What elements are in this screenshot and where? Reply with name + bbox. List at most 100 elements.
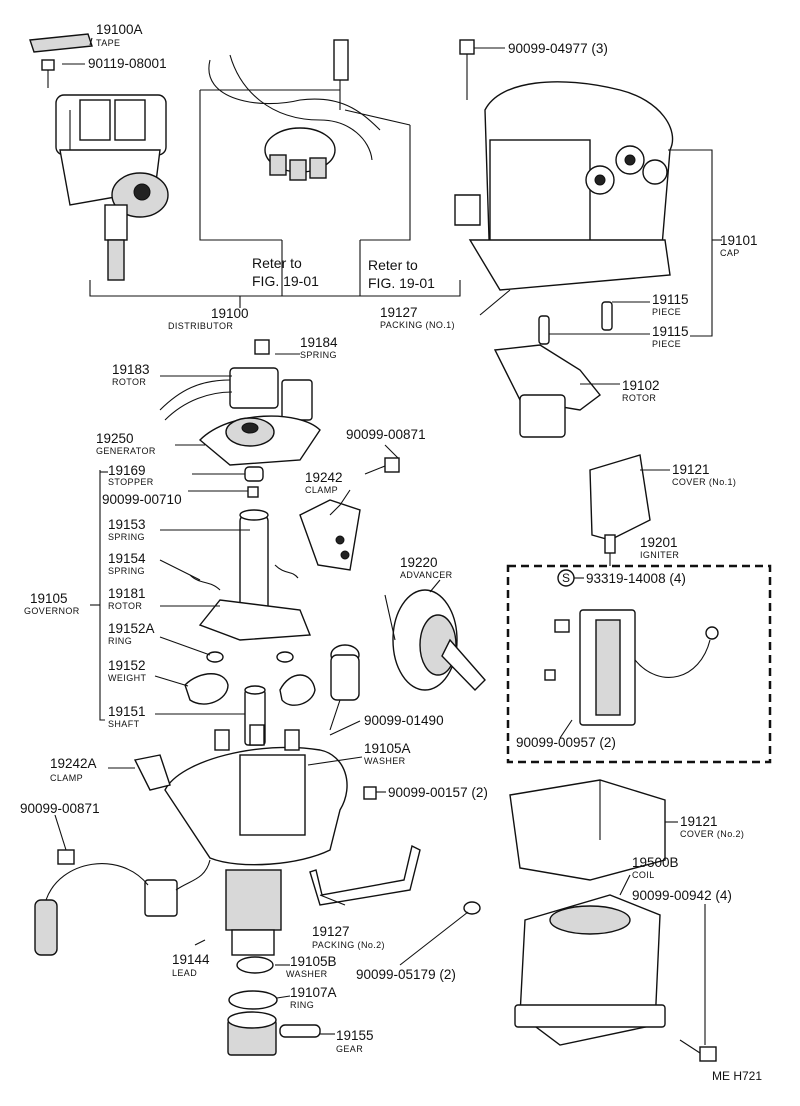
- generator-part: [198, 415, 321, 466]
- part-number-bolt-01490: 90099-01490: [364, 713, 444, 728]
- part-name-tape: TAPE: [96, 38, 120, 48]
- diagram-code: ME H721: [712, 1069, 762, 1083]
- part-name-stopper: STOPPER: [108, 477, 154, 487]
- bolt-00871-top-part: [364, 457, 400, 475]
- tape-part: [29, 33, 93, 53]
- part-number-cover-no1: 19121: [672, 462, 710, 477]
- callouts: 19100A TAPE 90119-08001 90099-04977 (3) …: [20, 22, 762, 1083]
- part-name-rotor-19181: ROTOR: [108, 601, 142, 611]
- part-name-cap: CAP: [720, 248, 740, 258]
- part-number-packing-no2: 19127: [312, 924, 350, 939]
- part-name-generator: GENERATOR: [96, 446, 156, 456]
- part-name-weight: WEIGHT: [108, 673, 146, 683]
- part-number-nut-05179: 90099-05179 (2): [356, 967, 456, 982]
- part-name-spring-19153: SPRING: [108, 532, 145, 542]
- vacuum-fitting-part: [329, 644, 360, 731]
- bolt-04977-part: [459, 39, 475, 100]
- part-number-washer-19105b: 19105B: [290, 954, 337, 969]
- part-number-clamp-19242a: 19242A: [50, 756, 97, 771]
- wiring-reference-box: [199, 39, 411, 241]
- advancer-part: [384, 589, 486, 691]
- piece-parts: [538, 301, 613, 345]
- part-number-advancer: 19220: [400, 555, 438, 570]
- part-number-ring-19152a: 19152A: [108, 621, 155, 636]
- part-name-clamp-19242: CLAMP: [305, 485, 338, 495]
- weight-parts: [184, 651, 316, 706]
- screw-93319-callout: S 93319-14008 (4): [557, 569, 686, 587]
- part-name-shaft: SHAFT: [108, 719, 140, 729]
- part-number-generator: 19250: [96, 431, 134, 446]
- part-number-cap: 19101: [720, 233, 758, 248]
- part-number-cover-no2: 19121: [680, 814, 718, 829]
- special-mark-s: S: [562, 571, 570, 585]
- distributor-assembly-part: [55, 94, 169, 281]
- part-name-gear: GEAR: [336, 1044, 363, 1054]
- bolt-90119-part: [41, 59, 55, 88]
- part-number-spring-19153: 19153: [108, 517, 146, 532]
- bolt-00942-part: [679, 1039, 717, 1062]
- bolt-00157-part: [363, 786, 377, 800]
- part-name-clamp-19242a: CLAMP: [50, 773, 83, 783]
- part-number-stopper: 19169: [108, 463, 146, 478]
- part-number-screw-93319: 93319-14008 (4): [586, 571, 686, 586]
- reference-right-line1: Reter to: [368, 257, 418, 273]
- cover-no2-part: [509, 779, 666, 881]
- part-number-spring-19184: 19184: [300, 335, 338, 350]
- part-number-gear: 19155: [336, 1028, 374, 1043]
- part-name-packing-no2: PACKING (No.2): [312, 940, 385, 950]
- part-number-washer-19105a: 19105A: [364, 741, 411, 756]
- stopper-part: [244, 466, 264, 498]
- lead-part: [34, 849, 211, 956]
- part-number-rotor-19102: 19102: [622, 378, 660, 393]
- igniter-assembly-box: [506, 564, 772, 764]
- part-number-bolt-04977: 90099-04977 (3): [508, 41, 608, 56]
- part-name-distributor: DISTRIBUTOR: [168, 321, 233, 331]
- part-name-igniter: IGNITER: [640, 550, 679, 560]
- part-name-piece-b: PIECE: [652, 339, 681, 349]
- packing-no2-part: [309, 844, 421, 906]
- part-number-weight: 19152: [108, 658, 146, 673]
- part-name-coil: COIL: [632, 870, 655, 880]
- nut-05179-part: [463, 901, 481, 915]
- part-name-lead: LEAD: [172, 968, 197, 978]
- part-number-piece-b: 19115: [652, 324, 689, 339]
- part-number-rotor-19181: 19181: [108, 586, 146, 601]
- part-number-governor: 19105: [30, 591, 68, 606]
- part-name-rotor-19102: ROTOR: [622, 393, 656, 403]
- reference-left-line2: FIG. 19-01: [252, 273, 319, 289]
- cover-no1-part: [589, 454, 651, 554]
- reference-right-line2: FIG. 19-01: [368, 275, 435, 291]
- part-name-cover-no1: COVER (No.1): [672, 477, 736, 487]
- rotor-19102-part: [493, 344, 601, 438]
- part-name-washer-19105a: WASHER: [364, 756, 406, 766]
- part-number-bolt-00710: 90099-00710: [102, 492, 182, 507]
- clamp-19242-part: [299, 499, 361, 571]
- part-name-governor: GOVERNOR: [24, 606, 80, 616]
- part-number-bolt-00942: 90099-00942 (4): [632, 888, 732, 903]
- part-number-ring-19107a: 19107A: [290, 985, 337, 1000]
- part-name-piece-a: PIECE: [652, 307, 681, 317]
- leader-lines: [54, 37, 722, 1045]
- part-number-bolt-00157: 90099-00157 (2): [388, 785, 488, 800]
- part-number-igniter: 19201: [640, 535, 678, 550]
- part-number-shaft: 19151: [108, 704, 146, 719]
- part-number-packing-no1: 19127: [380, 305, 418, 320]
- part-number-lead: 19144: [172, 952, 210, 967]
- lower-parts: [227, 956, 321, 1056]
- part-number-rotor-19183: 19183: [112, 362, 150, 377]
- coil-part: [514, 894, 666, 1046]
- reference-left-line1: Reter to: [252, 255, 302, 271]
- part-number-tape: 19100A: [96, 22, 143, 37]
- part-name-spring-19184: SPRING: [300, 350, 337, 360]
- part-number-bolt-90119: 90119-08001: [88, 56, 167, 71]
- part-name-cover-no2: COVER (No.2): [680, 829, 744, 839]
- clamp-19242a-part: [133, 754, 171, 791]
- cap-part: [454, 81, 674, 271]
- part-name-rotor-19183: ROTOR: [112, 377, 146, 387]
- part-name-spring-19154: SPRING: [108, 566, 145, 576]
- governor-shaft-part: [189, 509, 312, 641]
- part-name-ring-19152a: RING: [108, 636, 132, 646]
- packing-no1-part: [468, 239, 671, 291]
